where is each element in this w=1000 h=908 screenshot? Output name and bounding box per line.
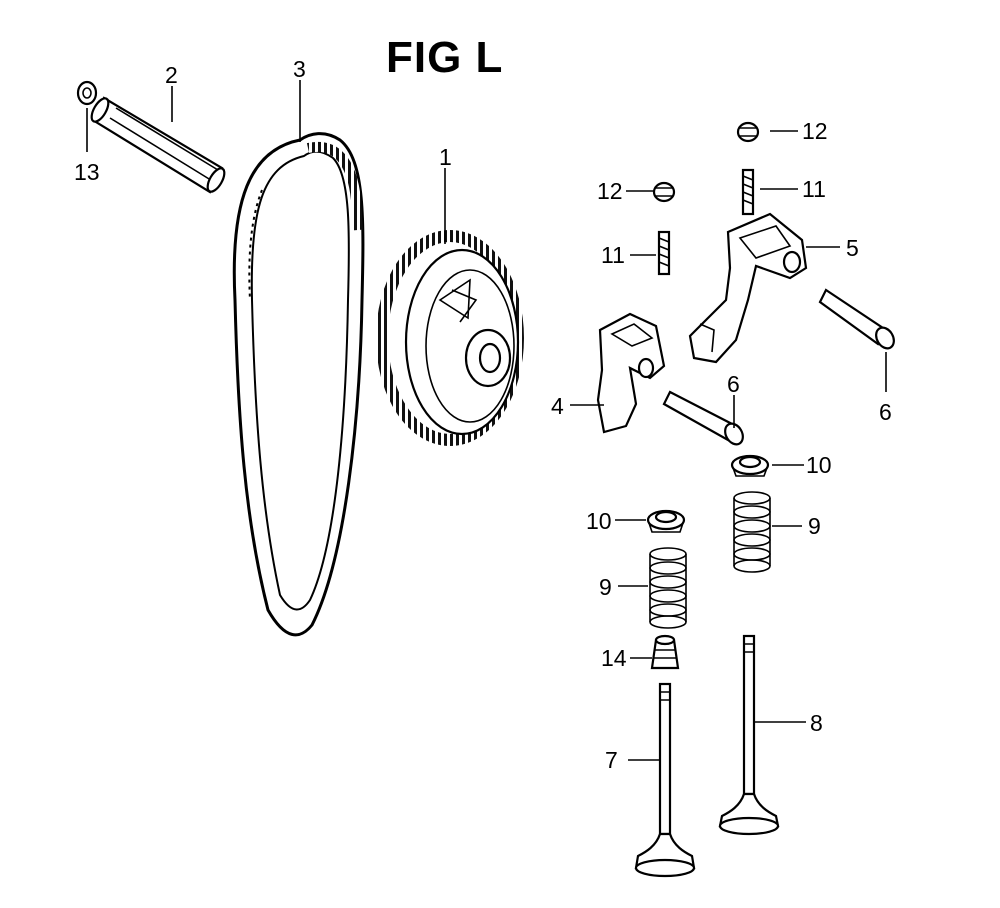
callout-7: 7 xyxy=(605,747,618,773)
callout-1: 1 xyxy=(439,144,452,170)
callout-12-lower: 12 xyxy=(597,178,623,204)
callout-14: 14 xyxy=(601,645,627,671)
callout-11-lower: 11 xyxy=(601,242,625,268)
adjusting-screw-part-11-upper xyxy=(741,168,755,216)
callout-2: 2 xyxy=(165,62,178,88)
washer-part-13 xyxy=(76,80,98,106)
valve-spring-part-9-left xyxy=(649,547,687,629)
stem-seal-part-14 xyxy=(650,634,680,670)
nut-part-12-lower xyxy=(652,181,676,203)
callout-10-left: 10 xyxy=(586,508,612,534)
callout-6-right: 6 xyxy=(879,399,892,425)
rocker-arm-part-5 xyxy=(688,212,808,364)
callout-9-left: 9 xyxy=(599,574,612,600)
shaft-part-2 xyxy=(90,96,226,194)
callout-5: 5 xyxy=(846,235,859,261)
spring-retainer-part-10-left xyxy=(646,509,686,533)
rocker-shaft-part-6-left xyxy=(662,390,744,446)
callout-11-upper: 11 xyxy=(802,176,826,202)
spring-retainer-part-10-right xyxy=(730,454,770,477)
callout-6-left: 6 xyxy=(727,371,740,397)
adjusting-screw-part-11-lower xyxy=(657,230,671,276)
valve-spring-part-9-right xyxy=(733,491,771,573)
callout-12-upper: 12 xyxy=(802,118,828,144)
callout-3: 3 xyxy=(293,56,306,82)
timing-belt-part-3 xyxy=(232,132,365,637)
leader-lines xyxy=(86,80,887,761)
cam-pulley-part-1 xyxy=(376,230,524,446)
rocker-arm-part-4 xyxy=(596,312,666,434)
rocker-shaft-part-6-right xyxy=(818,288,895,350)
callout-labels: 2 3 1 13 12 12 11 11 5 4 6 6 10 10 9 9 1… xyxy=(74,56,892,773)
nut-part-12-upper xyxy=(736,121,760,143)
figure-title: FIG L xyxy=(386,33,504,82)
valve-part-7 xyxy=(634,682,696,878)
callout-10-right: 10 xyxy=(806,452,832,478)
callout-8: 8 xyxy=(810,710,823,736)
valve-part-8 xyxy=(718,634,780,836)
callout-4: 4 xyxy=(551,393,564,419)
callout-13: 13 xyxy=(74,159,100,185)
callout-9-right: 9 xyxy=(808,513,821,539)
